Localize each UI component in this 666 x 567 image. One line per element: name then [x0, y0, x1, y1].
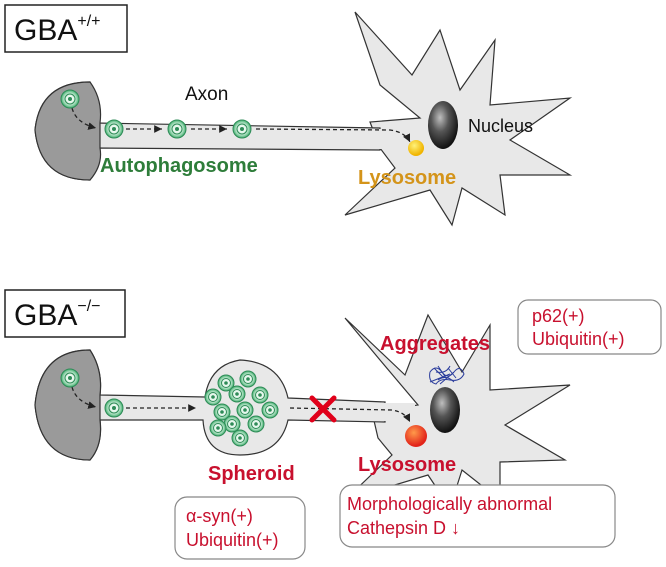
spheroid-cluster [204, 370, 279, 447]
label-lysosome-bottom: Lysosome [358, 454, 456, 476]
callout-spheroid-line2: Ubiquitin(+) [186, 530, 279, 550]
callout-aggregates [517, 299, 662, 355]
label-autophagosome: Autophagosome [100, 155, 258, 177]
spheroid-autophagosome-6 [261, 401, 279, 419]
spheroid-autophagosome-1 [217, 374, 235, 392]
autophagosome-2 [104, 119, 124, 139]
transport-arrow-b3 [289, 407, 411, 423]
spheroid-autophagosome-9 [223, 415, 241, 433]
transport-arrow-4 [255, 128, 411, 143]
spheroid-autophagosome-12 [209, 419, 227, 437]
axon-join-top [370, 129, 410, 149]
spheroid-autophagosome-3 [204, 388, 222, 406]
lysosome-bottom [405, 425, 427, 447]
spheroid-autophagosome-4 [228, 385, 246, 403]
aggregates [429, 365, 465, 385]
title-top: GBA+/+ [14, 13, 101, 47]
spheroid-autophagosome-11 [231, 429, 249, 447]
transport-arrow-b1 [71, 386, 97, 409]
callout-lysosome [339, 484, 616, 548]
spheroid-autophagosome-8 [236, 401, 254, 419]
panel-wild-type: GBA+/+ Nucleus Axon [4, 4, 573, 227]
callout-spheroid [174, 496, 306, 560]
blocked-x-mark [309, 395, 337, 423]
autophagosome-3 [167, 119, 187, 139]
title-box-top [4, 4, 128, 53]
spheroid-autophagosome-5 [251, 386, 269, 404]
panel-knockout: GBA−/− Aggregates p62(+) Ubiquitin(+) [4, 289, 662, 560]
axon-terminal-top [34, 81, 102, 181]
axon-terminal-bottom [34, 349, 102, 461]
label-lysosome-top: Lysosome [358, 167, 456, 189]
lysosome-top [408, 140, 424, 156]
callout-aggregates-line2: Ubiquitin(+) [532, 329, 625, 349]
title-bottom: GBA−/− [14, 298, 101, 332]
callout-lysosome-line1: Morphologically abnormal [347, 494, 552, 514]
transport-arrow-1 [71, 107, 97, 130]
label-spheroid: Spheroid [208, 463, 295, 485]
axon-join-bottom [375, 403, 415, 421]
title-box-bottom [4, 289, 126, 338]
callout-aggregates-line1: p62(+) [532, 306, 585, 326]
nucleus-bottom [430, 387, 460, 433]
autophagosome-b1 [60, 368, 80, 388]
autophagosome-b2 [104, 398, 124, 418]
callout-spheroid-line1: α-syn(+) [186, 506, 253, 526]
spheroid-autophagosome-2 [239, 370, 257, 388]
autophagosome-4 [232, 119, 252, 139]
spheroid-autophagosome-10 [247, 415, 265, 433]
spheroid-autophagosome-7 [213, 403, 231, 421]
label-aggregates: Aggregates [380, 333, 490, 355]
nucleus-top [428, 101, 458, 149]
callout-lysosome-line2: Cathepsin D ↓ [347, 518, 460, 538]
label-nucleus: Nucleus [468, 116, 533, 136]
autophagosome-1 [60, 89, 80, 109]
label-axon: Axon [185, 84, 228, 105]
neuron-soma-top [344, 11, 573, 227]
